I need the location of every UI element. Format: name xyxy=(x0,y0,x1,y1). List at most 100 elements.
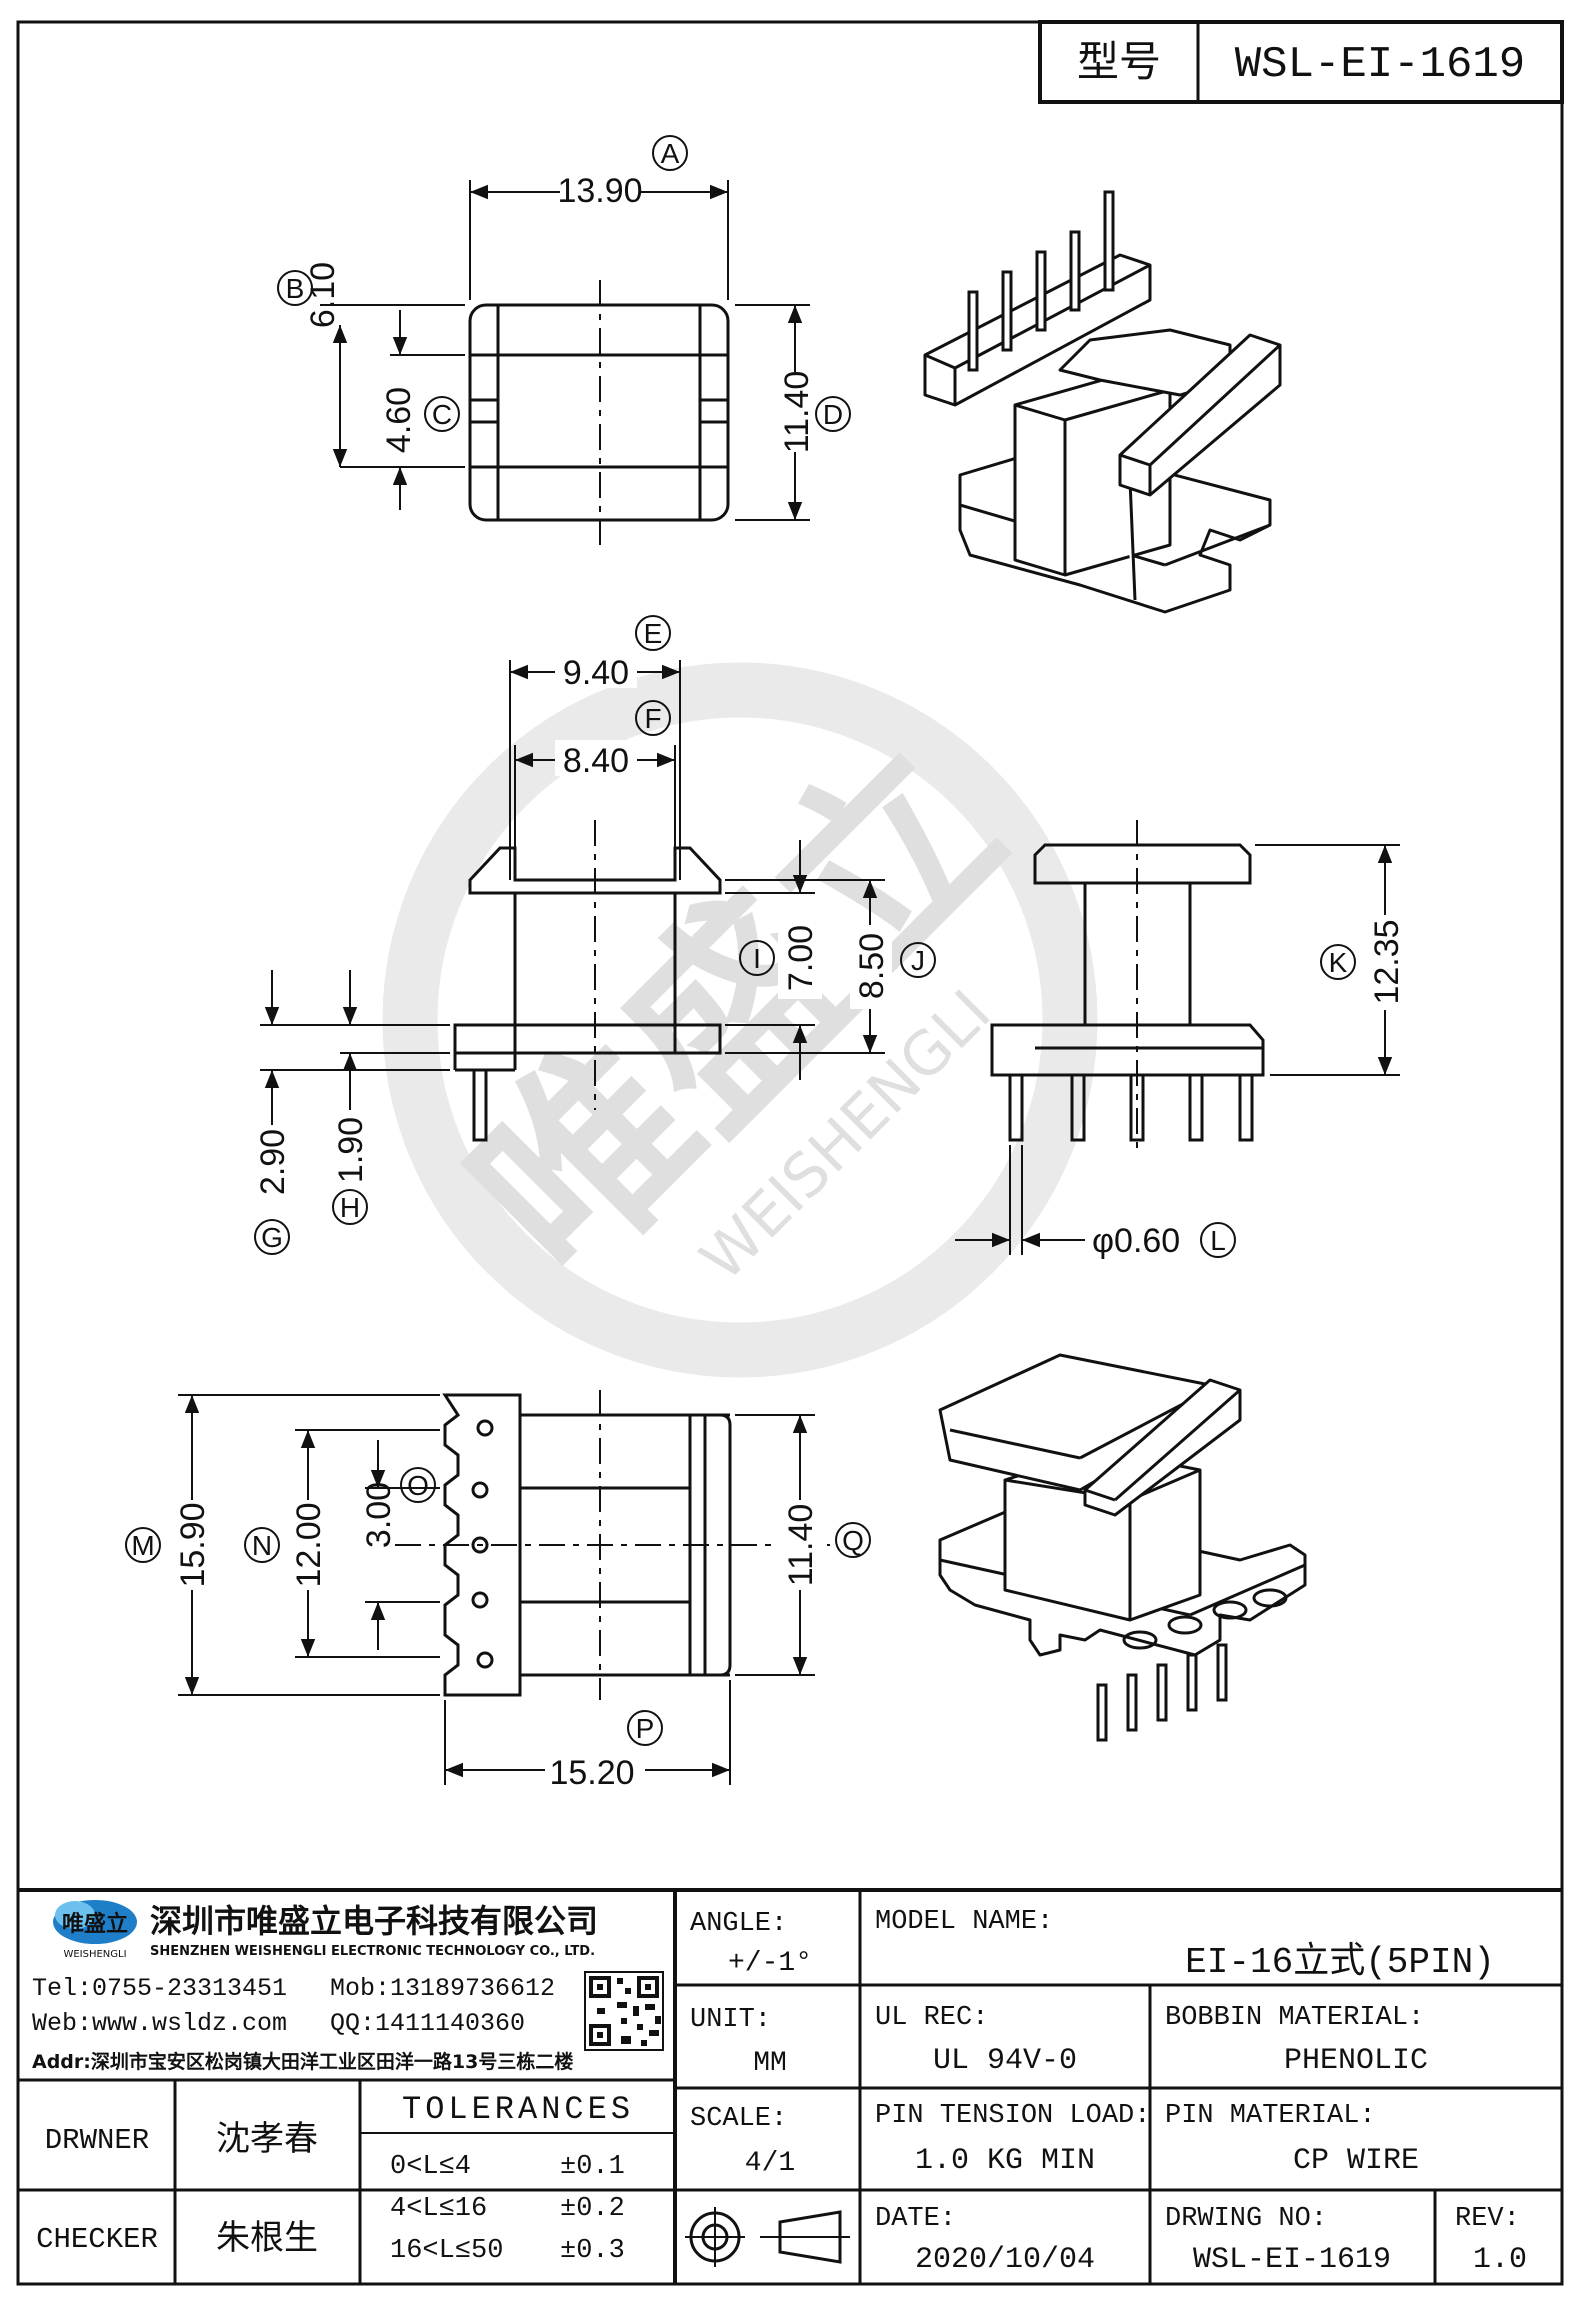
dim-j-label: J xyxy=(911,945,925,976)
checker-label: CHECKER xyxy=(36,2223,158,2256)
dim-f-value: 8.40 xyxy=(563,742,629,780)
dim-a-bubble xyxy=(652,135,688,171)
tolerance-range-2: 4<L≤16 xyxy=(390,2194,487,2224)
dim-c-label: C xyxy=(432,399,452,430)
tolerances-label: TOLERANCES xyxy=(402,2091,634,2128)
ul-rec-label: UL REC: xyxy=(875,2003,988,2033)
dim-c-bubble xyxy=(424,396,460,432)
company-name-en: SHENZHEN WEISHENGLI ELECTRONIC TECHNOLOG… xyxy=(150,1944,595,1959)
dim-q-bubble xyxy=(835,1522,871,1558)
dim-g-bubble xyxy=(254,1219,290,1255)
dim-g-value: 2.90 xyxy=(254,1129,292,1195)
bobbin-material-label: BOBBIN MATERIAL: xyxy=(1165,2003,1424,2033)
contact-address: Addr:深圳市宝安区松岗镇大田洋工业区田洋一路13号三栋二楼 xyxy=(32,2050,573,2073)
dim-l-label: L xyxy=(1210,1225,1226,1256)
rev-value: 1.0 xyxy=(1473,2243,1527,2277)
checker-name: 朱根生 xyxy=(216,2218,318,2258)
isometric-view-bottom xyxy=(938,1353,1307,1657)
pin-tension-label: PIN TENSION LOAD: xyxy=(875,2101,1150,2131)
tolerance-value-1: ±0.1 xyxy=(560,2152,625,2182)
dim-a-value: 13.90 xyxy=(557,172,642,210)
qr-code-icon xyxy=(584,1971,664,2051)
dim-d-value: 11.40 xyxy=(778,371,816,454)
ul-rec-value: UL 94V-0 xyxy=(933,2044,1077,2078)
pin-material-value: CP WIRE xyxy=(1293,2144,1419,2178)
bobbin-material-value: PHENOLIC xyxy=(1284,2044,1428,2078)
contact-web: Web:www.wsldz.com xyxy=(32,2009,287,2038)
model-name-value: EI-16立式(5PIN) xyxy=(1185,1940,1495,1983)
scale-label: SCALE: xyxy=(690,2104,787,2134)
dim-c-value: 4.60 xyxy=(380,387,418,453)
dim-j-value: 8.50 xyxy=(853,933,891,999)
tolerance-value-2: ±0.2 xyxy=(560,2194,625,2224)
dim-o-value: 3.00 xyxy=(360,1482,398,1548)
dim-l-value: φ0.60 xyxy=(1092,1222,1180,1260)
dim-h-label: H xyxy=(340,1192,360,1223)
dim-f-label: F xyxy=(644,703,661,734)
dim-p-label: P xyxy=(636,1713,655,1744)
header-model-code: WSL-EI-1619 xyxy=(1235,40,1525,90)
dim-e-value: 9.40 xyxy=(563,654,629,692)
date-label: DATE: xyxy=(875,2204,956,2234)
dim-p-bubble xyxy=(627,1710,663,1746)
projection-symbol-icon xyxy=(685,2207,850,2267)
model-name-label: MODEL NAME: xyxy=(875,1907,1053,1937)
dim-f-bubble xyxy=(635,700,671,736)
dim-h-value: 1.90 xyxy=(332,1117,370,1183)
dim-o-bubble xyxy=(400,1467,436,1503)
rev-label: REV: xyxy=(1455,2204,1520,2234)
tolerance-range-3: 16<L≤50 xyxy=(390,2236,503,2266)
contact-mob: Mob:13189736612 xyxy=(330,1974,555,2003)
title-block-lines xyxy=(18,1888,1562,2286)
drawer-label: DRWNER xyxy=(45,2124,149,2157)
angle-value: +/-1° xyxy=(728,1948,812,1979)
dim-i-bubble xyxy=(739,940,775,976)
logo-text: 唯盛立 xyxy=(62,1911,128,1937)
dim-n-value: 12.00 xyxy=(290,1502,328,1587)
dim-n-label: N xyxy=(252,1530,272,1561)
unit-value: MM xyxy=(753,2048,787,2079)
header-model-box: 型号 WSL-EI-1619 xyxy=(1038,20,1564,104)
dim-l-bubble xyxy=(1200,1222,1236,1258)
dim-h-bubble xyxy=(332,1189,368,1225)
dim-q-label: Q xyxy=(842,1525,864,1556)
tolerance-range-1: 0<L≤4 xyxy=(390,2152,471,2182)
dim-b-bubble xyxy=(277,270,313,306)
drawer-name: 沈孝春 xyxy=(216,2119,318,2159)
dim-b-label: B xyxy=(286,273,305,304)
pin-material-label: PIN MATERIAL: xyxy=(1165,2101,1376,2131)
dim-m-bubble xyxy=(125,1527,161,1563)
dim-p-value: 15.20 xyxy=(549,1754,634,1792)
bottom-view xyxy=(178,1390,830,1785)
scale-value: 4/1 xyxy=(745,2148,795,2179)
dim-n-bubble xyxy=(244,1527,280,1563)
dim-e-bubble xyxy=(635,615,671,651)
tolerance-value-3: ±0.3 xyxy=(560,2236,625,2266)
dim-j-bubble xyxy=(900,942,936,978)
dim-d-label: D xyxy=(823,399,843,430)
angle-label: ANGLE: xyxy=(690,1909,787,1939)
dim-o-label: O xyxy=(407,1470,429,1501)
dim-m-value: 15.90 xyxy=(174,1502,212,1587)
contact-qq: QQ:1411140360 xyxy=(330,2009,525,2038)
dim-i-value: 7.00 xyxy=(782,925,820,991)
dim-q-value: 11.40 xyxy=(782,1504,820,1587)
isometric-view-bottom-pins xyxy=(1096,1588,1288,1742)
isometric-view-top-pins xyxy=(967,190,1115,372)
unit-label: UNIT: xyxy=(690,2005,771,2035)
front-view xyxy=(260,660,885,1142)
company-logo: 唯盛立 WEISHENGLI xyxy=(53,1900,137,1960)
logo-sub: WEISHENGLI xyxy=(63,1949,126,1960)
dim-g-label: G xyxy=(261,1222,283,1253)
drawing-no-label: DRWING NO: xyxy=(1165,2204,1327,2234)
pin-tension-value: 1.0 KG MIN xyxy=(915,2144,1095,2178)
dim-a-label: A xyxy=(661,138,680,169)
dim-k-value: 12.35 xyxy=(1368,919,1406,1004)
dim-k-bubble xyxy=(1320,944,1356,980)
dim-e-label: E xyxy=(644,618,663,649)
header-model-label: 型号 xyxy=(1077,37,1161,86)
contact-tel: Tel:0755-23313451 xyxy=(32,1974,287,2003)
dim-i-label: I xyxy=(753,943,761,974)
top-view xyxy=(320,180,810,545)
